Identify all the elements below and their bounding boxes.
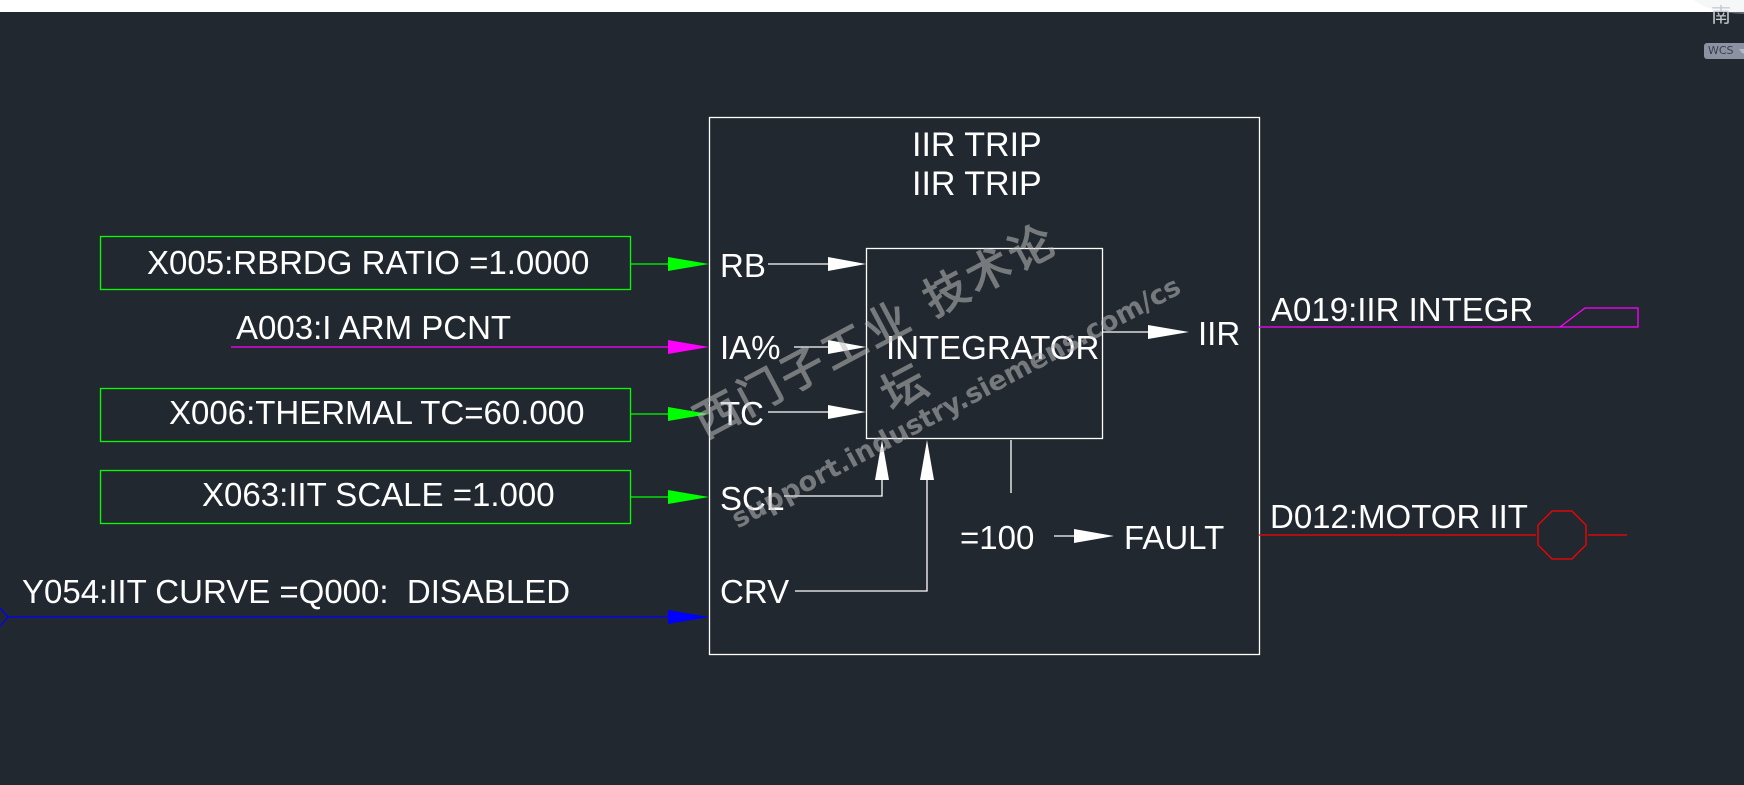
arrow-scl-internal <box>875 440 889 480</box>
arrow-crv-in <box>668 610 709 624</box>
wire-scl-internal <box>784 478 883 497</box>
pin-scl: SCL <box>720 480 784 517</box>
block-title-1: IIR TRIP <box>912 126 1042 164</box>
arrow-tc-internal <box>828 405 866 419</box>
signal-y054[interactable]: Y054:IIT CURVE =Q000: DISABLED <box>22 573 570 610</box>
arrow-rb-in <box>668 257 709 271</box>
param-box-x005[interactable] <box>99 235 632 291</box>
ucs-label: WCS <box>1708 44 1734 57</box>
off-page-connector-crv <box>0 607 9 627</box>
signal-a019[interactable]: A019:IIR INTEGR <box>1271 291 1533 328</box>
pin-fault: FAULT <box>1124 519 1224 556</box>
pin-ia: IA% <box>720 329 781 366</box>
integrator-label: INTEGRATOR <box>886 329 1099 366</box>
signal-a003[interactable]: A003:I ARM PCNT <box>236 309 511 346</box>
arrow-crv-internal <box>920 440 934 480</box>
chevron-down-icon <box>1739 49 1744 54</box>
arrow-iir-out <box>1148 325 1189 339</box>
block-frame[interactable] <box>708 116 1261 656</box>
arrow-fault <box>1074 529 1114 543</box>
wire-crv-internal <box>795 478 928 592</box>
compare-label: =100 <box>960 519 1034 556</box>
arrow-ia-internal <box>828 340 866 354</box>
arrow-rb-internal <box>828 257 866 271</box>
arrow-tc-in <box>668 407 709 421</box>
param-box-x006[interactable] <box>99 387 632 443</box>
pin-rb: RB <box>720 247 766 284</box>
signal-x006[interactable]: X006:THERMAL TC=60.000 <box>169 394 584 431</box>
arrow-scl-in <box>668 490 709 504</box>
signal-x063[interactable]: X063:IIT SCALE =1.000 <box>202 476 555 513</box>
output-connector-d012[interactable] <box>1537 510 1587 560</box>
pin-crv: CRV <box>720 573 789 610</box>
output-connector-a019[interactable] <box>1259 307 1639 328</box>
signal-d012[interactable]: D012:MOTOR IIT <box>1270 498 1528 535</box>
viewcube-compass-label[interactable]: 南 <box>1711 3 1731 27</box>
integrator-box[interactable] <box>865 247 1104 440</box>
pin-tc: TC <box>720 395 764 432</box>
top-toolbar-strip <box>0 0 1744 12</box>
ucs-dropdown[interactable]: WCS <box>1704 43 1744 59</box>
signal-x005[interactable]: X005:RBRDG RATIO =1.0000 <box>147 244 589 281</box>
arrow-ia-in <box>668 340 709 354</box>
block-title-2: IIR TRIP <box>912 165 1042 203</box>
pin-iir: IIR <box>1198 315 1240 352</box>
